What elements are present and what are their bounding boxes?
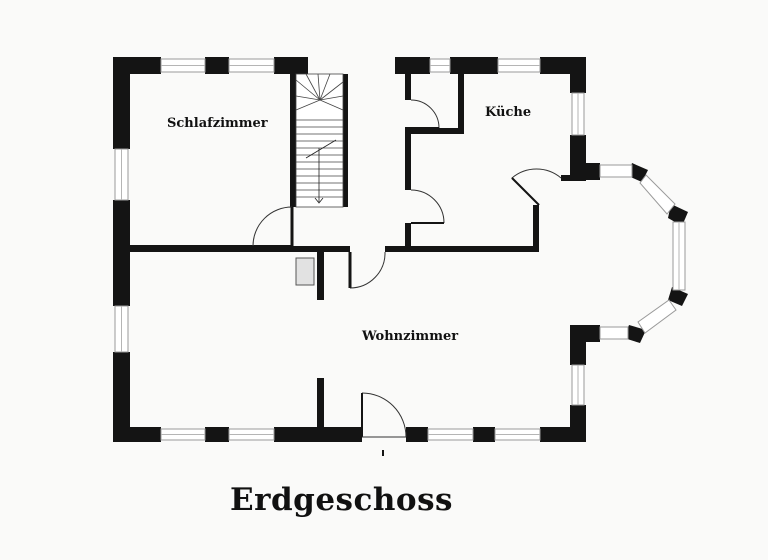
window-bay-2: [639, 174, 676, 215]
wall-hall-living-2: [385, 246, 539, 252]
wall-top-5: [450, 57, 498, 74]
door-kitchen-living-leaf: [511, 177, 540, 206]
wall-kitchen-bay: [561, 175, 586, 181]
bay-post-6: [586, 325, 600, 342]
door-hall-living-arc: [349, 251, 386, 289]
wall-right-upper-2: [570, 135, 586, 180]
wall-bottom-4: [406, 427, 428, 442]
staircase: [295, 73, 344, 208]
chimney: [295, 257, 315, 286]
outer-walls: [113, 57, 688, 442]
wall-left-2: [113, 200, 130, 306]
wall-top-2: [205, 57, 229, 74]
bay-post-5: [624, 325, 646, 343]
stair-break-line: [305, 139, 337, 159]
room-label-schlafzimmer: Schlafzimmer: [167, 116, 268, 131]
stair-winder: [319, 95, 344, 101]
wall-top-4: [395, 57, 430, 74]
door-pantry-arc: [410, 99, 440, 129]
wall-kitchen-east: [533, 205, 539, 252]
bay-post-4: [668, 287, 688, 306]
wall-bedroom-stairs: [290, 74, 296, 207]
wall-right-upper-1: [570, 57, 586, 93]
wall-hall-kitchen-1: [405, 74, 411, 100]
wall-bottom-1: [113, 427, 161, 442]
door-entrance-arc: [361, 392, 407, 438]
window-bay-1: [599, 164, 633, 178]
bay-post-3: [668, 204, 688, 226]
stair-winder: [319, 99, 344, 111]
bay-post-1: [586, 163, 600, 180]
window-glazing: [121, 65, 680, 435]
wall-right-lower-1: [570, 325, 586, 365]
wall-stub-upper: [317, 252, 324, 300]
window-bay-4: [637, 299, 677, 334]
wall-hall-kitchen-3: [405, 223, 411, 252]
door-kitchen-arc: [410, 189, 445, 224]
wall-right-lower-2: [570, 405, 586, 442]
wall-bottom-2: [205, 427, 229, 442]
door-kitchen-living-arc: [511, 168, 562, 206]
stair-winder: [295, 79, 321, 101]
wall-kitchen-pantry-h: [411, 128, 464, 134]
bay-post-2: [628, 163, 648, 182]
wall-bedroom-living: [130, 245, 292, 252]
wall-bottom-5: [473, 427, 495, 442]
stair-direction-arrow: [314, 197, 324, 204]
stair-winder: [295, 95, 321, 101]
stair-winder: [295, 99, 321, 111]
stair-winder: [305, 73, 321, 101]
wall-hall-living-1: [292, 246, 350, 252]
floor-caption: Erdgeschoss: [230, 482, 453, 518]
wall-kitchen-pantry-v: [458, 74, 464, 134]
interior-walls: [130, 74, 586, 427]
room-label-wohnzimmer: Wohnzimmer: [362, 329, 459, 344]
stair-winder: [319, 81, 344, 101]
doors: [252, 99, 562, 456]
wall-top-3: [274, 57, 308, 74]
wall-stairs-hall: [343, 74, 348, 207]
stair-winder: [317, 73, 321, 101]
wall-left-1: [113, 57, 130, 149]
wall-stub-lower: [317, 378, 324, 427]
wall-hall-kitchen-2: [405, 127, 411, 190]
room-label-kueche: Küche: [485, 105, 532, 120]
window-bay-5: [599, 326, 629, 340]
wall-left-3: [113, 352, 130, 442]
door-bedroom: [252, 206, 293, 247]
wall-bottom-3: [274, 427, 362, 442]
stair-winder: [319, 73, 331, 101]
